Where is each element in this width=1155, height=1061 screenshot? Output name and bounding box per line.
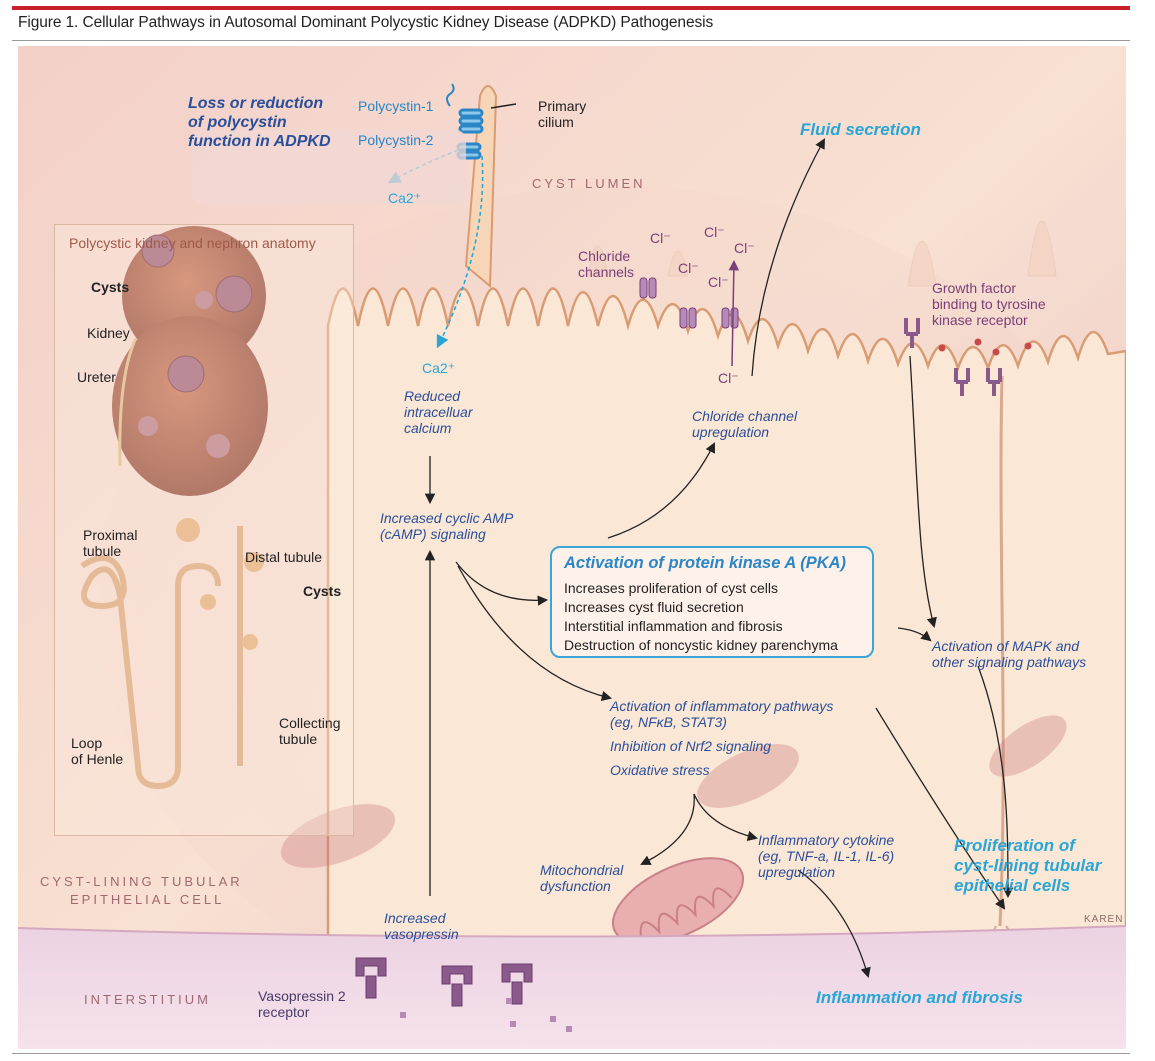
label-nrf2: Inhibition of Nrf2 signaling [610, 738, 772, 754]
artist-signature: KAREN [1084, 914, 1124, 925]
nephron-illustration [80, 518, 264, 790]
label-mapk: Activation of MAPK and other signaling p… [932, 638, 1087, 670]
background-microvilli [587, 220, 1057, 287]
pka-item: Interstitial inflammation and fibrosis [564, 618, 783, 634]
pka-item: Destruction of noncystic kidney parenchy… [564, 637, 838, 653]
label-cytokine: Inflammatory cytokine (eg, TNF-a, IL-1, … [758, 832, 895, 880]
label-cysts-upper: Cysts [91, 279, 130, 295]
label-v2-receptor: Vasopressin 2 receptor [258, 988, 346, 1020]
chloride-channels [639, 277, 739, 329]
label-ureter: Ureter [77, 369, 116, 385]
title-accent-bar [12, 6, 1130, 10]
label-cl-3: Cl⁻ [734, 240, 755, 256]
kidney-illustration [112, 226, 268, 496]
label-cl-6: Cl⁻ [718, 370, 739, 386]
label-oxidative-stress: Oxidative stress [610, 762, 710, 778]
label-primary-cilium: Primary cilium [538, 98, 587, 130]
pka-item: Increases proliferation of cyst cells [564, 580, 778, 596]
label-polycystin-2: Polycystin-2 [358, 132, 434, 148]
interstitium-band [18, 926, 1126, 1049]
label-reduced-calcium: Reduced intracelluar calcium [404, 388, 473, 436]
label-loss-of-polycystin: Loss or reduction of polycystin function… [188, 95, 331, 150]
label-growth-factor: Growth factor binding to tyrosine kinase… [932, 280, 1046, 328]
bottom-divider [12, 1053, 1130, 1054]
label-proliferation: Proliferation of cyst-lining tubular epi… [954, 836, 1102, 895]
inset-title: Polycystic kidney and nephron anatomy [69, 235, 316, 251]
pathway-arrows [424, 138, 1014, 978]
label-kidney: Kidney [87, 325, 130, 341]
loss-of-polycystin-box [192, 130, 466, 204]
figure-title: Figure 1. Cellular Pathways in Autosomal… [18, 14, 714, 31]
label-ca-top: Ca2⁺ [388, 190, 422, 206]
label-proximal-tubule: Proximal tubule [83, 527, 138, 559]
label-cl-5: Cl⁻ [708, 274, 729, 290]
illustration: Polycystic kidney and nephron anatomy Cy… [18, 46, 1126, 1049]
label-mitochondrial-dysfunction: Mitochondrial dysfunction [540, 862, 624, 894]
label-chloride-channels: Chloride channels [578, 248, 635, 280]
title-divider [12, 40, 1130, 41]
label-distal-tubule: Distal tubule [245, 549, 323, 565]
label-collecting-tubule: Collecting tubule [279, 715, 341, 747]
label-cl-2: Cl⁻ [704, 224, 725, 240]
label-increased-vasopressin: Increased vasopressin [384, 910, 459, 942]
tyrosine-kinase-receptors [904, 318, 1002, 396]
label-cell-line1: CYST-LINING TUBULAR [40, 874, 243, 889]
label-polycystin-1: Polycystin-1 [358, 98, 434, 114]
label-cell-line2: EPITHELIAL CELL [70, 892, 225, 907]
label-cysts-lower: Cysts [303, 583, 342, 599]
label-inflammatory-pathways: Activation of inflammatory pathways (eg,… [610, 698, 834, 730]
pka-item: Increases cyst fluid secretion [564, 599, 744, 615]
vasopressin-receptors [355, 957, 533, 1007]
mitochondrion-illustration [611, 857, 745, 945]
label-cl-1: Cl⁻ [650, 230, 671, 246]
label-cl-4: Cl⁻ [678, 260, 699, 276]
pka-title: Activation of protein kinase A (PKA) [564, 554, 847, 572]
anatomy-inset: Polycystic kidney and nephron anatomy Cy… [54, 224, 354, 836]
label-loop-of-henle: Loop of Henle [71, 735, 124, 767]
label-camp: Increased cyclic AMP (cAMP) signaling [380, 510, 514, 542]
pka-box: Activation of protein kinase A (PKA) Inc… [550, 546, 874, 658]
label-cyst-lumen: CYST LUMEN [532, 176, 646, 191]
label-chloride-upregulation: Chloride channel upregulation [692, 408, 798, 440]
label-ca-bottom: Ca2⁺ [422, 360, 456, 376]
label-inflammation-fibrosis: Inflammation and fibrosis [816, 988, 1023, 1007]
label-interstitium: INTERSTITIUM [84, 992, 211, 1007]
primary-cilium [464, 85, 498, 289]
label-fluid-secretion: Fluid secretion [800, 120, 921, 139]
